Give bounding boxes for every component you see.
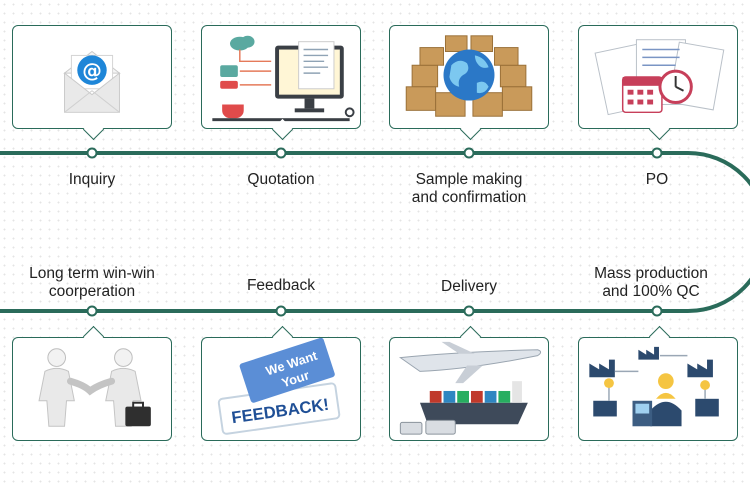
node-longterm [86,305,98,317]
card-feedback: We Want Your FEEDBACK! [201,337,361,441]
card-sample [389,25,549,129]
node-mass [651,305,663,317]
node-delivery [463,305,475,317]
svg-text:@: @ [82,59,102,82]
step-label-inquiry: Inquiry [68,171,116,188]
step-label-delivery: Delivery [441,278,497,295]
node-feedback [275,305,287,317]
card-po [578,25,738,129]
monitor-document-icon [212,35,355,122]
handshake-icon [38,348,151,427]
flow-nodes [86,147,663,317]
node-inquiry [86,147,98,159]
card-quotation [201,25,361,129]
node-quotation [275,147,287,159]
feedback-card-icon: We Want Your FEEDBACK! [217,338,341,435]
node-po [651,147,663,159]
step-label-longterm: Long term win-win coorperation [29,265,155,300]
card-longterm [12,337,172,441]
globe-boxes-icon [405,35,533,117]
factory-worker-icon [589,346,719,427]
step-label-po: PO [645,171,669,188]
node-sample [463,147,475,159]
email-envelope-icon: @ [63,50,121,113]
card-inquiry: @ [12,25,172,129]
plane-ship-trucks-icon [398,341,542,435]
step-label-sample: Sample making and confirmation [411,171,527,206]
documents-calendar-clock-icon [594,39,725,116]
card-delivery [389,337,549,441]
card-mass [578,337,738,441]
flow-path [0,151,750,313]
step-label-mass: Mass production and 100% QC [594,265,708,300]
step-label-feedback: Feedback [246,277,316,294]
step-label-quotation: Quotation [247,171,315,188]
